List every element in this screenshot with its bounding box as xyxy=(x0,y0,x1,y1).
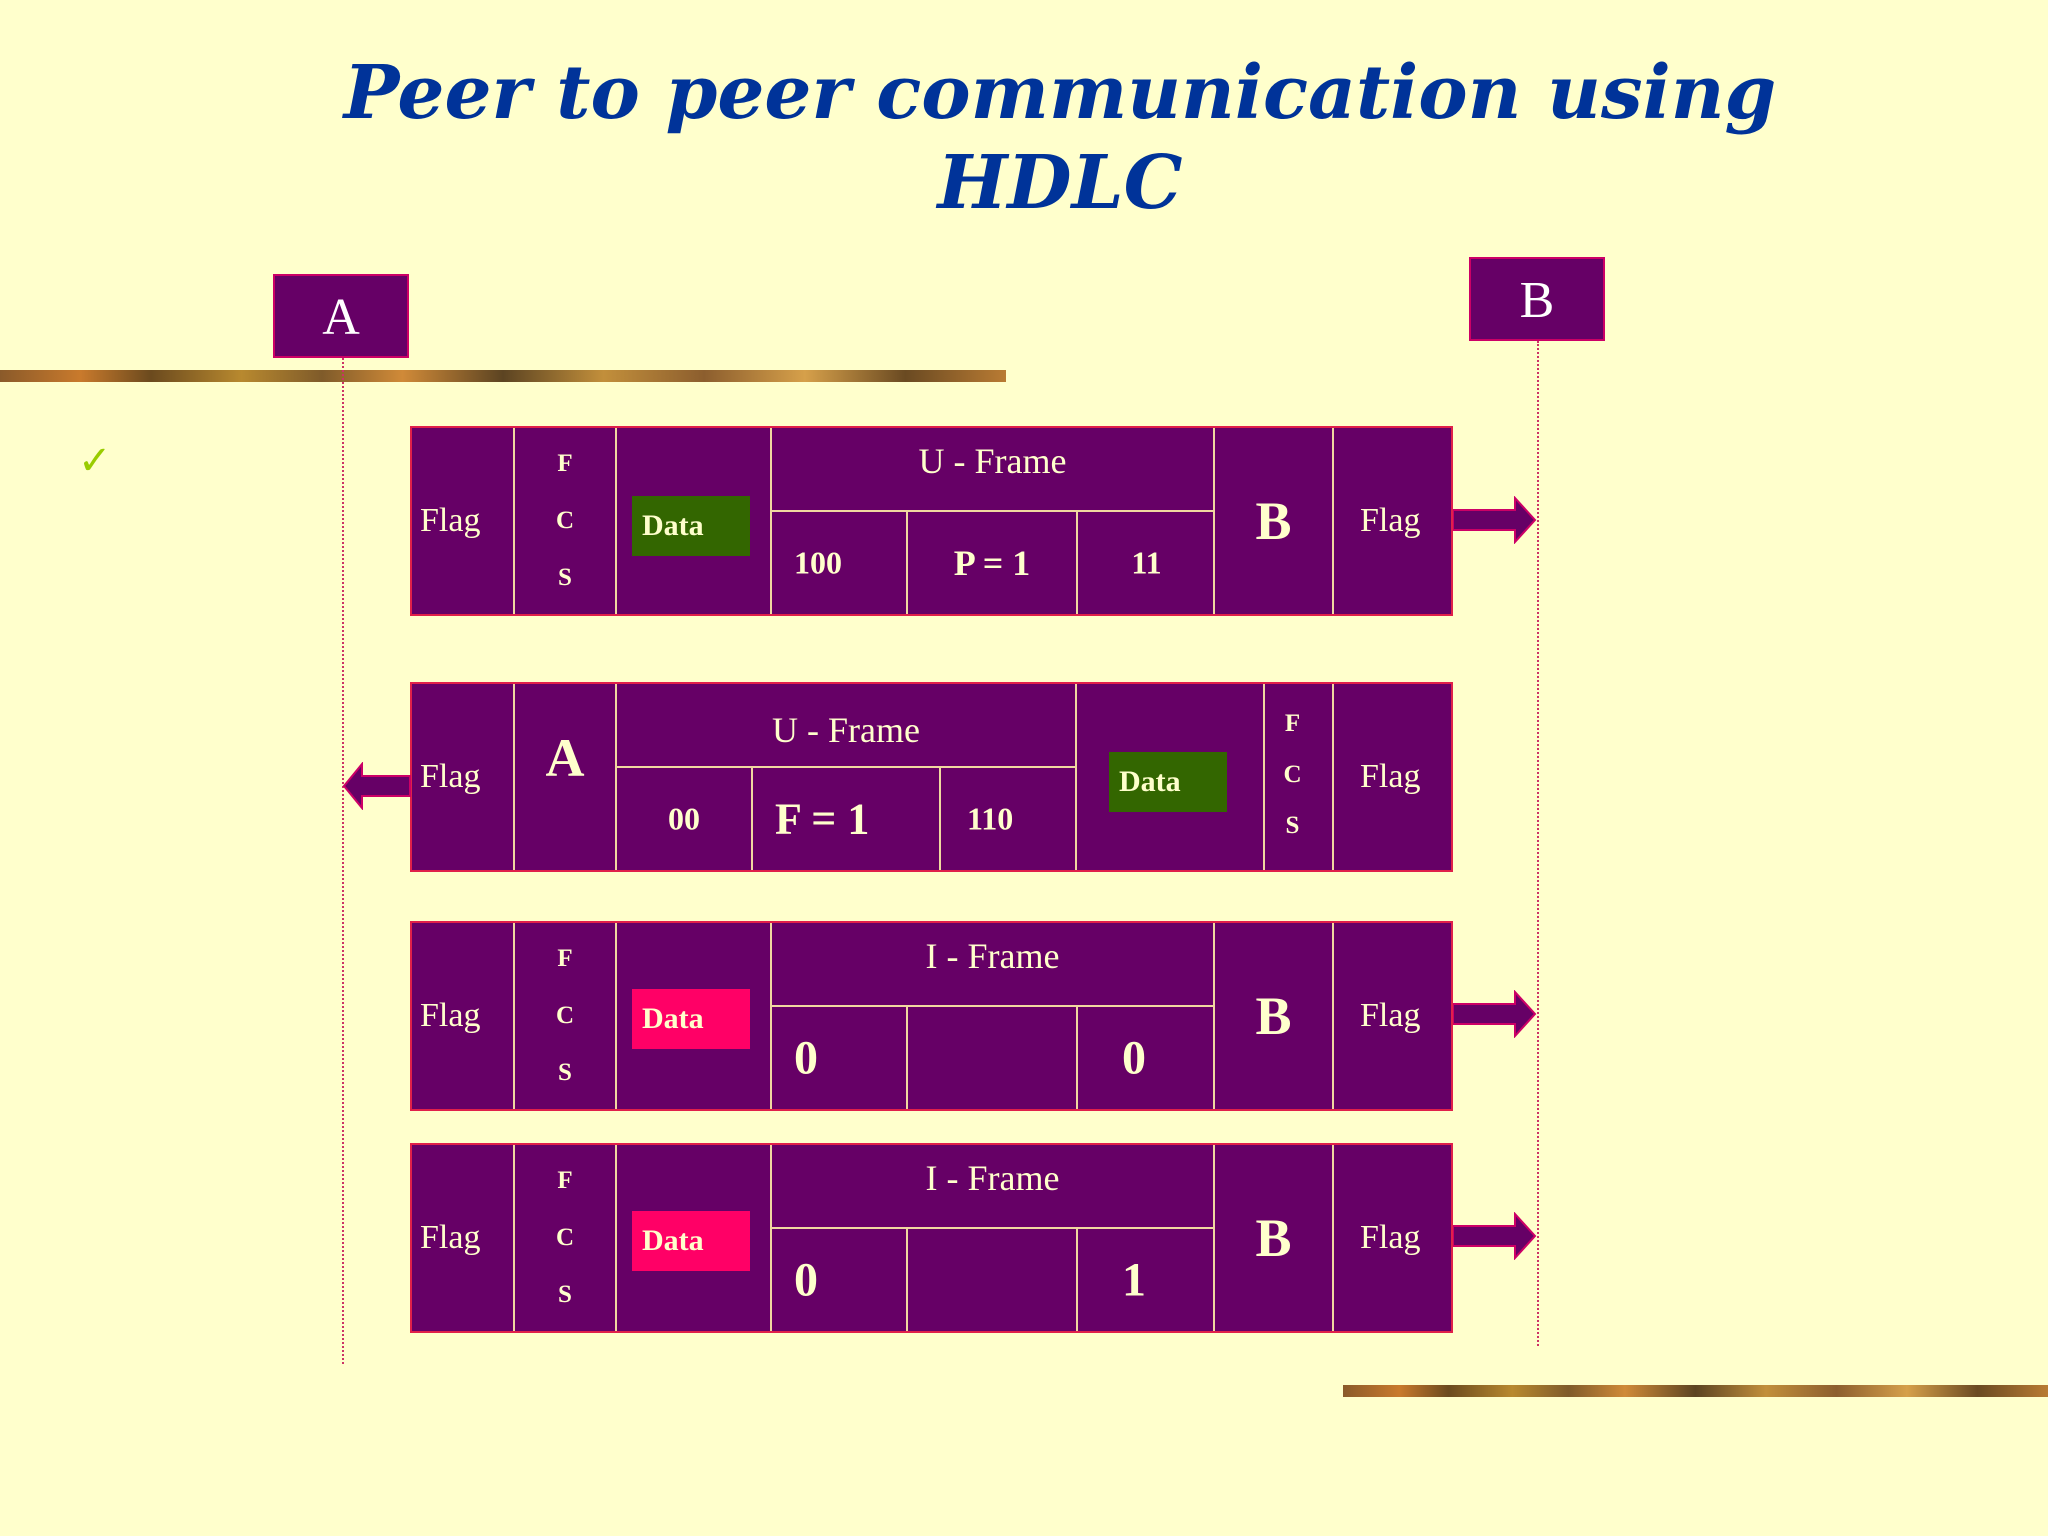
arrow-right-icon xyxy=(1453,496,1537,544)
poll-bit: P = 1 xyxy=(908,512,1078,614)
recv-seq-number: 0 xyxy=(1122,1031,1146,1085)
frame-type-label: U - Frame xyxy=(772,428,1213,512)
recv-seq-number: 1 xyxy=(1122,1253,1146,1307)
fcs-letter: F xyxy=(557,945,573,972)
fcs-letter: S xyxy=(1285,812,1300,839)
checkmark-icon: ✓ xyxy=(78,438,112,484)
flag-left-cell: Flag xyxy=(412,1145,515,1331)
station-b-box: B xyxy=(1469,257,1605,341)
address-cell: B xyxy=(1215,428,1334,614)
fcs-letter: F xyxy=(557,450,573,477)
flag-right-cell: Flag xyxy=(1334,428,1455,614)
address-cell: A xyxy=(515,684,617,870)
fcs-letter: F xyxy=(557,1167,573,1194)
flag-left-cell: Flag xyxy=(412,923,515,1109)
flag-label: Flag xyxy=(420,997,481,1034)
address-label: A xyxy=(545,728,585,789)
data-cell: Data xyxy=(617,428,772,614)
control-cell: I - Frame 0 1 xyxy=(772,1145,1215,1331)
data-box: Data xyxy=(632,1211,750,1271)
control-bits-1: 100 xyxy=(772,512,908,614)
data-box: Data xyxy=(632,496,750,556)
frame-1: Flag F C S Data U - Frame 100 P = 1 11 B F… xyxy=(410,426,1453,616)
control-bits-1: 00 xyxy=(617,768,753,870)
address-label: B xyxy=(1255,491,1292,551)
arrow-right-icon xyxy=(1453,990,1537,1038)
send-seq-number: 0 xyxy=(772,1229,908,1331)
data-cell: Data xyxy=(1077,684,1265,870)
fcs-letter: C xyxy=(555,507,575,534)
address-label: B xyxy=(1255,986,1292,1046)
flag-label: Flag xyxy=(1360,502,1421,539)
station-a-box: A xyxy=(273,274,409,358)
final-bit: F = 1 xyxy=(753,768,941,870)
fcs-cell: F C S xyxy=(515,923,617,1109)
fcs-letter: F xyxy=(1284,710,1301,737)
control-cell: U - Frame 00 F = 1 110 xyxy=(617,684,1077,870)
data-box: Data xyxy=(1109,752,1227,812)
poll-bit xyxy=(908,1007,1078,1109)
address-cell: B xyxy=(1215,1145,1334,1331)
divider-bar-top xyxy=(0,370,1006,382)
flag-left-cell: Flag xyxy=(412,428,515,614)
send-seq-number: 0 xyxy=(772,1007,908,1109)
address-cell: B xyxy=(1215,923,1334,1109)
flag-right-cell: Flag xyxy=(1334,1145,1455,1331)
flag-label: Flag xyxy=(1360,758,1421,795)
control-bits-2: 11 xyxy=(1131,544,1162,581)
frame-type-label: U - Frame xyxy=(617,684,1075,768)
fcs-cell: F C S xyxy=(515,1145,617,1331)
page-title: Peer to peer communication using HDLC xyxy=(343,50,1777,226)
fcs-letter: C xyxy=(1283,761,1302,788)
data-cell: Data xyxy=(617,1145,772,1331)
fcs-letter: S xyxy=(558,1281,572,1308)
arrow-left-icon xyxy=(342,762,411,810)
flag-label: Flag xyxy=(420,502,481,539)
fcs-letter: S xyxy=(558,564,572,591)
poll-bit xyxy=(908,1229,1078,1331)
address-label: B xyxy=(1255,1208,1292,1268)
flag-label: Flag xyxy=(1360,1219,1421,1256)
frame-3: Flag F C S Data I - Frame 0 0 B Flag xyxy=(410,921,1453,1111)
station-b-timeline xyxy=(1537,341,1539,1346)
flag-label: Flag xyxy=(420,1219,481,1256)
control-bits-2: 110 xyxy=(967,800,1014,837)
frame-4: Flag F C S Data I - Frame 0 1 B Flag xyxy=(410,1143,1453,1333)
frame-type-label: I - Frame xyxy=(772,1145,1213,1229)
fcs-letter: C xyxy=(555,1002,575,1029)
fcs-letter: C xyxy=(555,1224,575,1251)
control-cell: U - Frame 100 P = 1 11 xyxy=(772,428,1215,614)
fcs-letter: S xyxy=(558,1059,572,1086)
fcs-cell: F C S xyxy=(515,428,617,614)
arrow-right-icon xyxy=(1453,1212,1537,1260)
frame-type-label: I - Frame xyxy=(772,923,1213,1007)
flag-left-cell: Flag xyxy=(412,684,515,870)
flag-label: Flag xyxy=(1360,997,1421,1034)
flag-label: Flag xyxy=(420,758,481,795)
data-cell: Data xyxy=(617,923,772,1109)
control-cell: I - Frame 0 0 xyxy=(772,923,1215,1109)
divider-bar-bottom xyxy=(1343,1385,2048,1397)
flag-right-cell: Flag xyxy=(1334,684,1455,870)
flag-right-cell: Flag xyxy=(1334,923,1455,1109)
data-box: Data xyxy=(632,989,750,1049)
station-a-timeline xyxy=(342,358,344,1364)
